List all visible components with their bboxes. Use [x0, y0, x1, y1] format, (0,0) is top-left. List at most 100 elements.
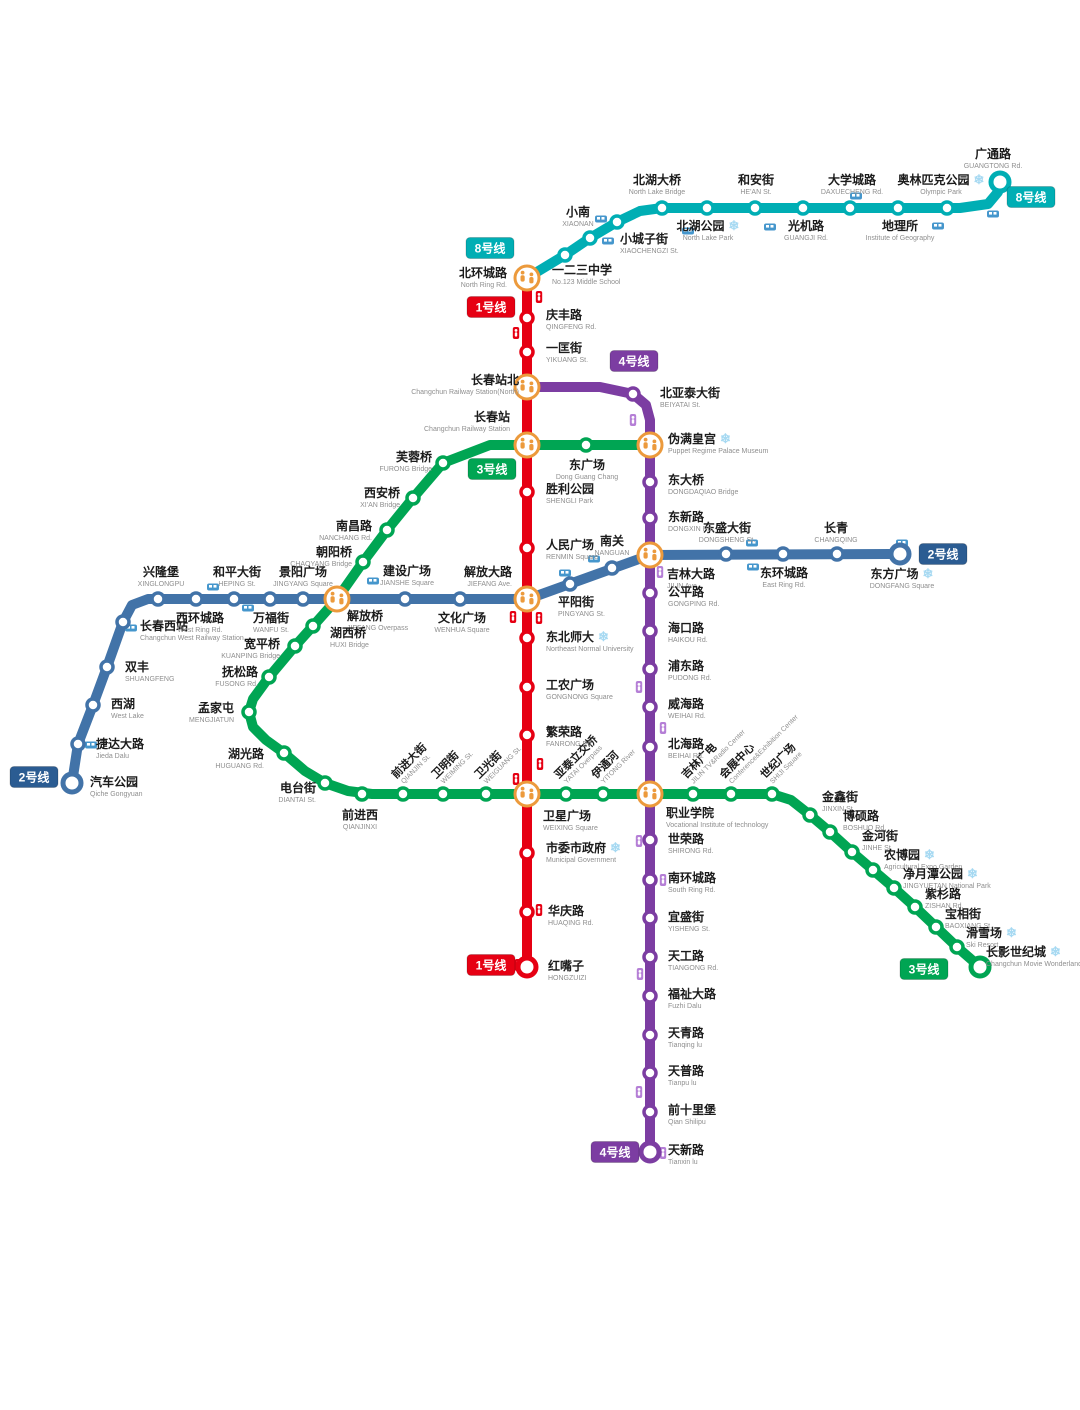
terminal-station-marker [888, 542, 912, 566]
station-markers [60, 170, 1012, 1164]
svg-text:NANCHANG Rd.: NANCHANG Rd. [319, 535, 372, 542]
svg-text:HEPING St.: HEPING St. [218, 581, 255, 588]
svg-text:长春西站: 长春西站 [140, 618, 188, 633]
svg-text:伪满皇宫❄: 伪满皇宫❄ [667, 431, 731, 446]
station-marker [287, 638, 303, 654]
svg-text:JINXIN St.: JINXIN St. [822, 806, 855, 813]
station-label: 海口路 HAIKOU Rd. [668, 620, 708, 644]
station-marker [890, 200, 906, 216]
svg-text:QINGFENG Rd.: QINGFENG Rd. [546, 324, 596, 331]
svg-text:JINGYUETAN National Park: JINGYUETAN National Park [903, 883, 991, 890]
line-badge: 4号线 [609, 350, 659, 372]
svg-text:捷达大路: 捷达大路 [96, 736, 145, 751]
station-marker [519, 727, 535, 743]
svg-text:西湖: 西湖 [111, 696, 135, 711]
svg-text:DONGXIN Rd.: DONGXIN Rd. [668, 526, 714, 533]
svg-text:WEIHAI Rd.: WEIHAI Rd. [668, 713, 706, 720]
bus-icon [987, 210, 999, 218]
svg-text:万福街: 万福街 [252, 610, 289, 625]
station-marker [379, 522, 395, 538]
svg-text:大学城路: 大学城路 [828, 172, 877, 187]
svg-text:CHAOYANG Bridge: CHAOYANG Bridge [290, 561, 352, 568]
station-label: 东方广场❄DONGFANG Square [870, 566, 935, 590]
station-label: 和平大街 HEPING St. [212, 564, 261, 588]
svg-text:TIANGONG Rd.: TIANGONG Rd. [668, 965, 718, 972]
bus-icon [85, 741, 97, 749]
station-marker [642, 949, 658, 965]
station-marker [642, 474, 658, 490]
facility-icon [535, 291, 543, 303]
svg-text:朝阳桥: 朝阳桥 [316, 544, 353, 559]
svg-text:DAXUECHENG Rd.: DAXUECHENG Rd. [821, 189, 883, 196]
svg-text:抚松路: 抚松路 [222, 664, 259, 679]
svg-text:海口路: 海口路 [668, 620, 705, 635]
station-marker [519, 310, 535, 326]
bus-icon [367, 577, 379, 585]
svg-text:HAIKOU Rd.: HAIKOU Rd. [668, 637, 708, 644]
svg-text:南昌路: 南昌路 [336, 518, 373, 533]
svg-text:QIANJINXI: QIANJINXI [343, 824, 377, 831]
station-marker [654, 200, 670, 216]
svg-text:长青: 长青 [824, 520, 848, 535]
station-marker [99, 659, 115, 675]
svg-text:JIANSHE Square: JIANSHE Square [380, 580, 434, 587]
station-marker [478, 786, 494, 802]
svg-text:4号线: 4号线 [600, 1145, 631, 1160]
station-marker [582, 230, 598, 246]
station-marker [226, 591, 242, 607]
station-marker [562, 576, 578, 592]
facility-icon [509, 611, 517, 623]
svg-text:FANRONG Rd.: FANRONG Rd. [546, 741, 594, 748]
station-marker [795, 200, 811, 216]
svg-text:宝相街: 宝相街 [945, 906, 981, 921]
svg-text:West Lake: West Lake [111, 713, 144, 720]
svg-text:解放桥: 解放桥 [347, 608, 384, 623]
svg-text:XI'AN Bridge: XI'AN Bridge [360, 502, 400, 509]
svg-text:2号线: 2号线 [19, 770, 50, 785]
station-marker [642, 699, 658, 715]
station-marker [609, 214, 625, 230]
interchange-station-marker [513, 780, 541, 808]
facility-icon [512, 773, 520, 785]
terminal-station-marker [968, 955, 992, 979]
bus-icon [850, 192, 862, 200]
svg-text:Tianqing lu: Tianqing lu [668, 1042, 702, 1049]
svg-text:DONGSHENG St.: DONGSHENG St. [699, 537, 755, 544]
svg-text:和平大街: 和平大街 [212, 564, 261, 579]
svg-text:3号线: 3号线 [477, 462, 508, 477]
svg-text:YISHENG St.: YISHENG St. [668, 926, 710, 933]
svg-text:BEIYATAI St.: BEIYATAI St. [660, 402, 701, 409]
station-marker [642, 1027, 658, 1043]
interchange-station-marker [636, 541, 664, 569]
svg-text:孟家屯: 孟家屯 [198, 700, 234, 715]
station-marker [642, 872, 658, 888]
svg-text:电台街: 电台街 [280, 780, 316, 795]
svg-text:West Ring Rd.: West Ring Rd. [178, 627, 223, 634]
facility-icon [535, 904, 543, 916]
station-marker [747, 200, 763, 216]
terminal-station-marker [988, 170, 1012, 194]
svg-text:东方广场❄: 东方广场❄ [871, 566, 934, 581]
station-marker [844, 844, 860, 860]
svg-text:北亚泰大街: 北亚泰大街 [660, 385, 720, 400]
bus-icon [932, 222, 944, 230]
svg-text:SHIRONG Rd.: SHIRONG Rd. [668, 848, 714, 855]
svg-text:宽平桥: 宽平桥 [243, 636, 281, 651]
